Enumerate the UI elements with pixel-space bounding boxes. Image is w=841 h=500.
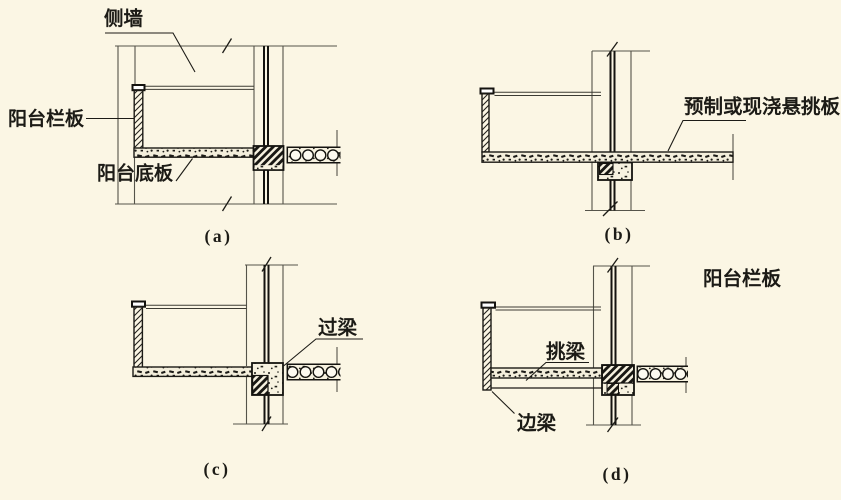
panel-c-balcony-parapet-section <box>131 300 146 369</box>
label-balcony-bottom-slab: 阳台底板 <box>97 162 174 185</box>
panel-a-leader-lines <box>86 32 196 182</box>
panel-d-parapet-rail-lines <box>495 306 601 311</box>
panel-b-parapet-rail-lines <box>494 91 601 96</box>
panel-c-parapet-rail-lines <box>146 304 247 309</box>
caption-b: (b) <box>605 224 634 244</box>
panel-a-wall-lines <box>115 45 338 205</box>
panel-b-wall-core-lines <box>609 51 616 211</box>
panel-d: 阳台栏板 挑梁 边梁 (d) <box>480 257 782 484</box>
label-balcony-parapet-a: 阳台栏板 <box>8 107 85 130</box>
panel-c: 过梁 (c) <box>131 256 363 479</box>
panel-b-cantilever-slab <box>481 151 734 163</box>
panel-a-hollow-core-slab <box>286 146 341 164</box>
panel-d-break-marks <box>606 257 619 433</box>
label-lintel: 过梁 <box>318 316 358 339</box>
caption-a: (a) <box>205 226 233 246</box>
label-cantilever-slab: 预制或现浇悬挑板 <box>684 95 841 118</box>
panel-d-wall-lines <box>586 265 687 426</box>
panel-a-beam-section <box>252 145 285 171</box>
panel-c-wall-core-lines <box>263 265 270 424</box>
panel-d-beam-section <box>601 364 635 396</box>
panel-b-beam-section <box>597 161 633 181</box>
panel-d-leader-lines <box>491 361 589 414</box>
panel-a-balcony-bottom-slab <box>133 147 255 158</box>
panel-b-break-marks <box>602 41 619 217</box>
panel-d-balcony-parapet-section <box>480 301 496 391</box>
panel-c-balcony-bottom-slab <box>132 366 253 378</box>
panel-b-balcony-parapet-section <box>479 87 495 153</box>
panel-a-balcony-parapet-section <box>131 84 146 150</box>
label-side-wall: 侧墙 <box>104 7 144 30</box>
panel-b-wall-lines <box>585 50 734 212</box>
panel-c-lintel-section <box>251 362 284 396</box>
caption-d: (d) <box>603 464 632 484</box>
panel-d-hollow-core-slab <box>636 365 688 383</box>
panel-b-leader-lines <box>667 119 746 152</box>
panel-c-wall-lines <box>233 264 338 425</box>
label-edge-beam: 边梁 <box>516 412 557 435</box>
panel-b: 预制或现浇悬挑板 (b) <box>479 41 841 244</box>
panel-c-leader-lines <box>283 338 363 367</box>
label-balcony-parapet-d: 阳台栏板 <box>703 267 782 290</box>
panel-a-parapet-rail-lines <box>145 85 254 90</box>
panel-a-wall-core-lines <box>263 46 269 204</box>
panel-d-wall-core-lines <box>610 266 617 425</box>
panel-d-cantilever-beam-slab <box>490 367 603 379</box>
panel-c-hollow-core-slab <box>286 363 341 381</box>
label-cantilever-beam: 挑梁 <box>546 340 586 363</box>
panel-a: 侧墙 阳台栏板 阳台底板 (a) <box>8 7 341 246</box>
panel-c-break-marks <box>261 256 272 432</box>
caption-c: (c) <box>204 459 231 479</box>
panel-a-break-marks <box>221 38 233 212</box>
